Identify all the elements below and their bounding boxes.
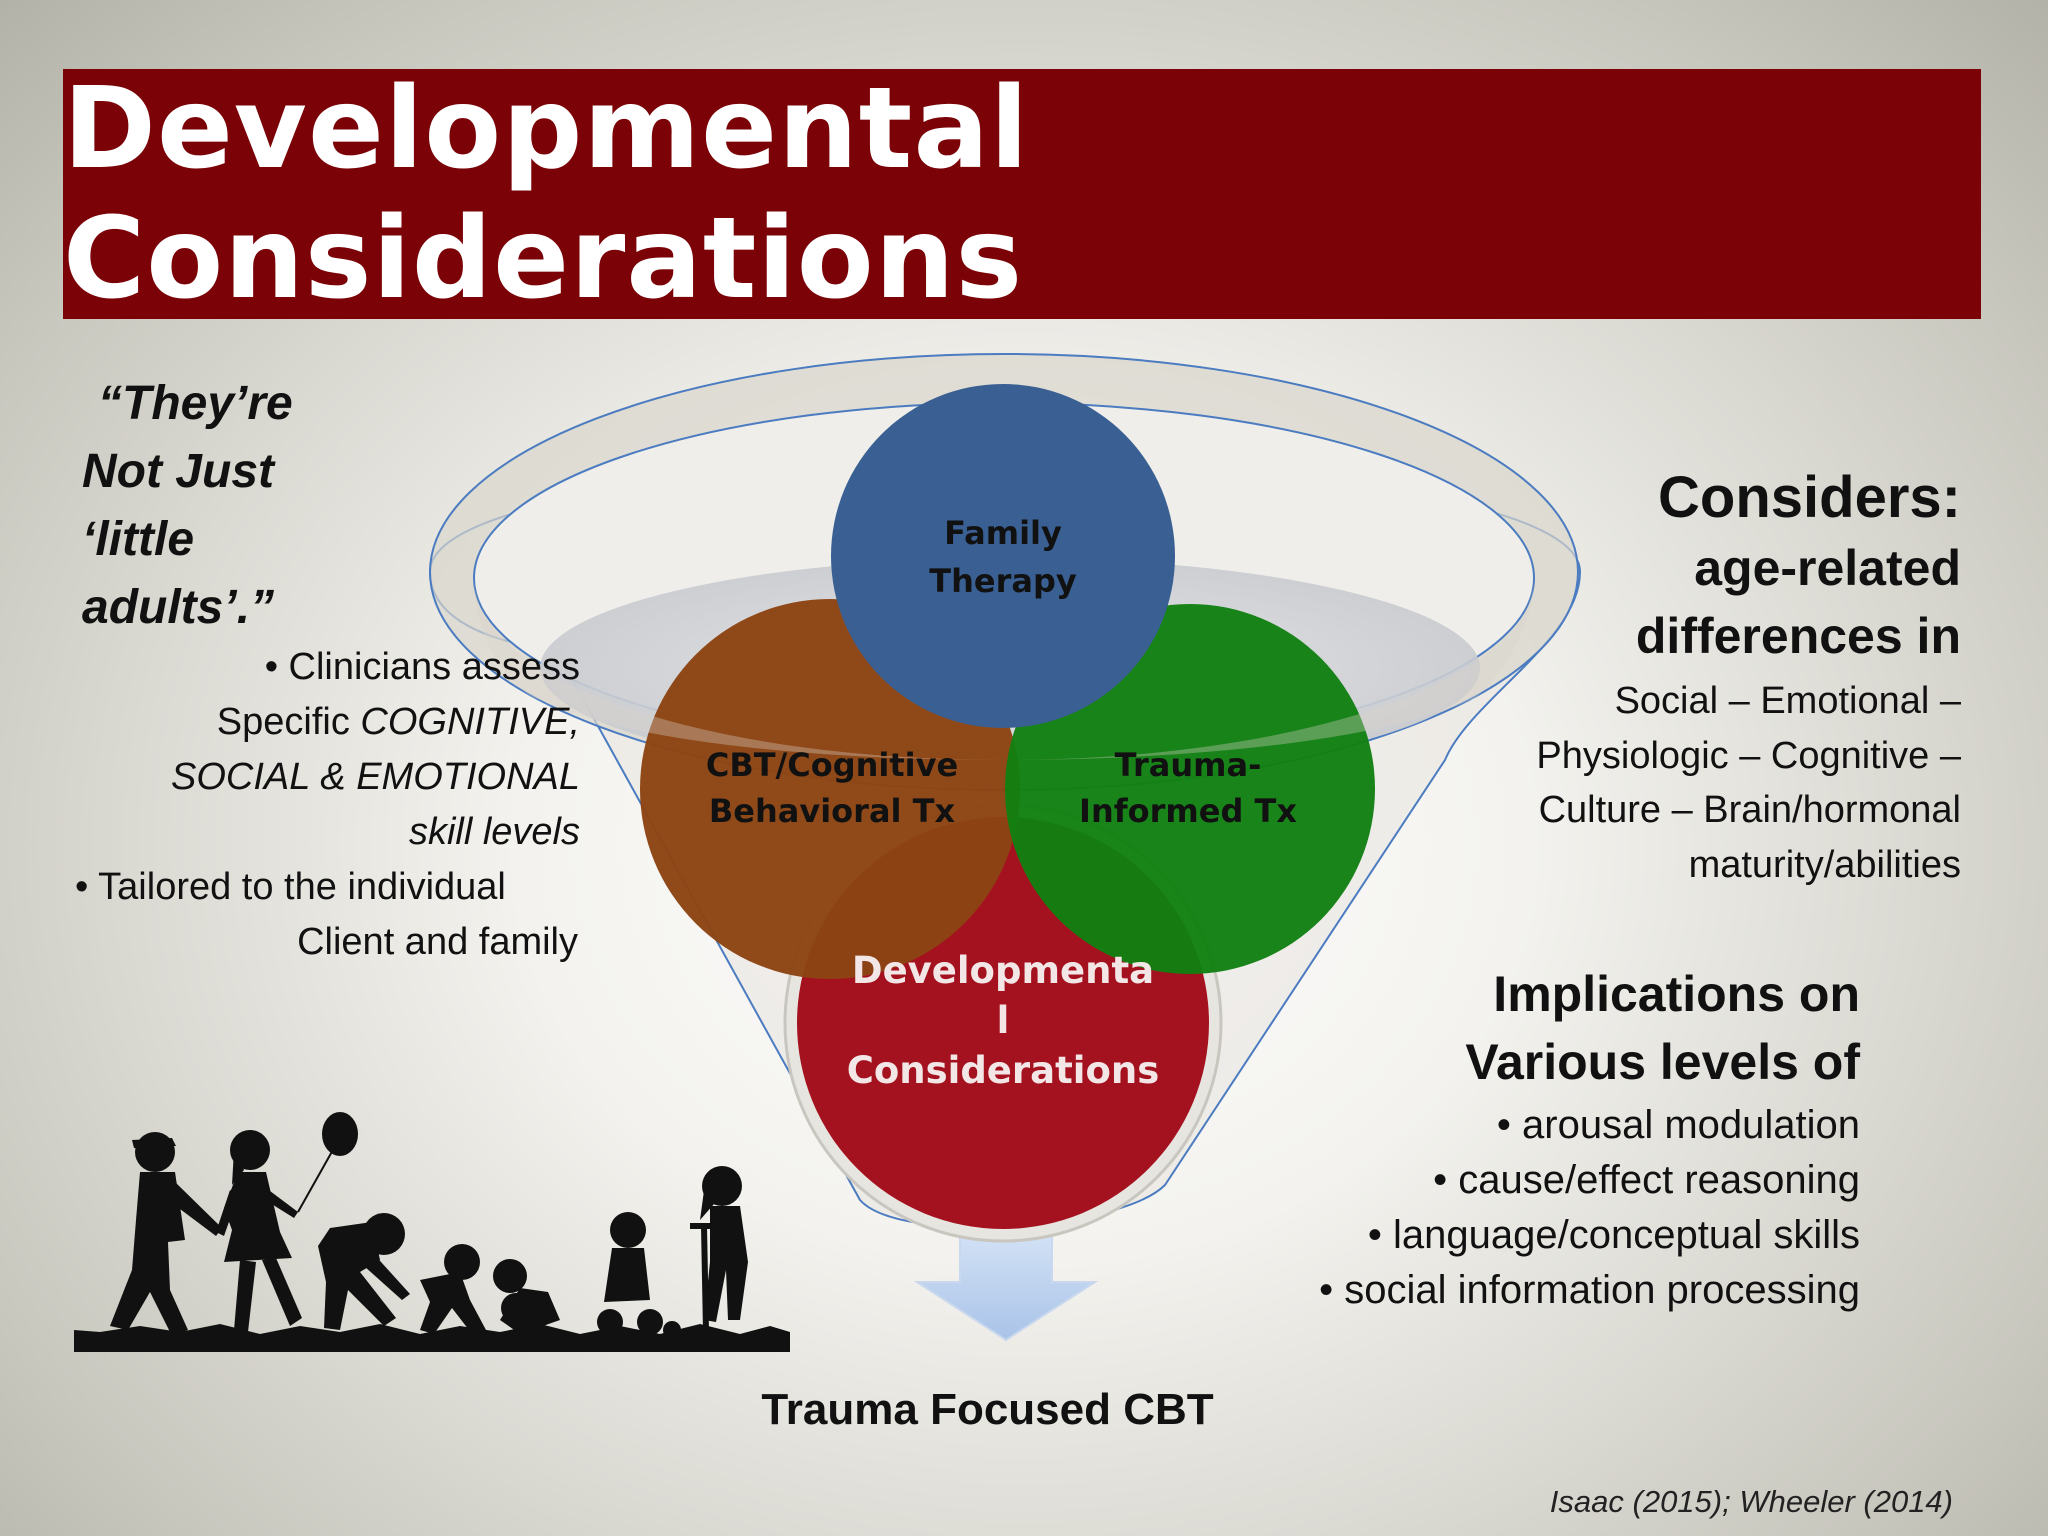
silhouette-bending-child: [318, 1213, 410, 1330]
implications-item: • language/conceptual skills: [1140, 1208, 1860, 1263]
implications-heading: Implications on: [1140, 960, 1860, 1028]
bullet-clinicians-line1: • Clinicians assess: [55, 640, 580, 695]
quote-line: “They’re: [82, 370, 412, 438]
silhouette-scooter-girl: [690, 1166, 756, 1350]
considers-block: Considers: age-related differences in So…: [1261, 462, 1961, 892]
implications-block: Implications on Various levels of • arou…: [1140, 960, 1860, 1318]
left-bullet-list: • Clinicians assess Specific COGNITIVE, …: [55, 640, 575, 970]
quote-line: ‘little: [82, 506, 412, 574]
bullet-text-italic: COGNITIVE,: [360, 701, 580, 743]
implications-item: • social information processing: [1140, 1263, 1860, 1318]
bullet-tailored-line2: Client and family: [55, 915, 578, 970]
bullet-clinicians-line2: Specific COGNITIVE,: [55, 695, 580, 750]
considers-subheading: age-related: [1261, 534, 1961, 602]
implications-item: • arousal modulation: [1140, 1098, 1860, 1153]
silhouette-toddler: [420, 1244, 486, 1334]
citation: Isaac (2015); Wheeler (2014): [1550, 1484, 1953, 1520]
considers-heading: Considers:: [1261, 462, 1961, 534]
considers-line: Culture – Brain/hormonal: [1261, 783, 1961, 838]
implications-heading: Various levels of: [1140, 1028, 1860, 1096]
considers-subheading: differences in: [1261, 602, 1961, 670]
considers-line: Social – Emotional –: [1261, 674, 1961, 729]
implications-list: • arousal modulation • cause/effect reas…: [1140, 1098, 1860, 1318]
bullet-clinicians-line3: SOCIAL & EMOTIONAL: [55, 750, 580, 805]
quote: “They’re Not Just ‘little adults’.”: [82, 370, 412, 642]
bullet-clinicians-line4: skill levels: [55, 805, 580, 860]
bullet-text: Specific: [217, 701, 361, 743]
implications-item: • cause/effect reasoning: [1140, 1153, 1860, 1208]
silhouette-boy-cap: [110, 1132, 222, 1336]
funnel-output-label: Trauma Focused CBT: [0, 1385, 1975, 1435]
quote-line: adults’.”: [82, 574, 412, 642]
silhouette-kid-toy: [597, 1212, 681, 1339]
considers-line: Physiologic – Cognitive –: [1261, 729, 1961, 784]
quote-line: Not Just: [82, 438, 412, 506]
bullet-tailored-line1: • Tailored to the individual: [55, 860, 575, 915]
considers-body: Social – Emotional – Physiologic – Cogni…: [1261, 674, 1961, 892]
considers-line: maturity/abilities: [1261, 838, 1961, 893]
silhouette-baby-ball: [493, 1259, 560, 1334]
